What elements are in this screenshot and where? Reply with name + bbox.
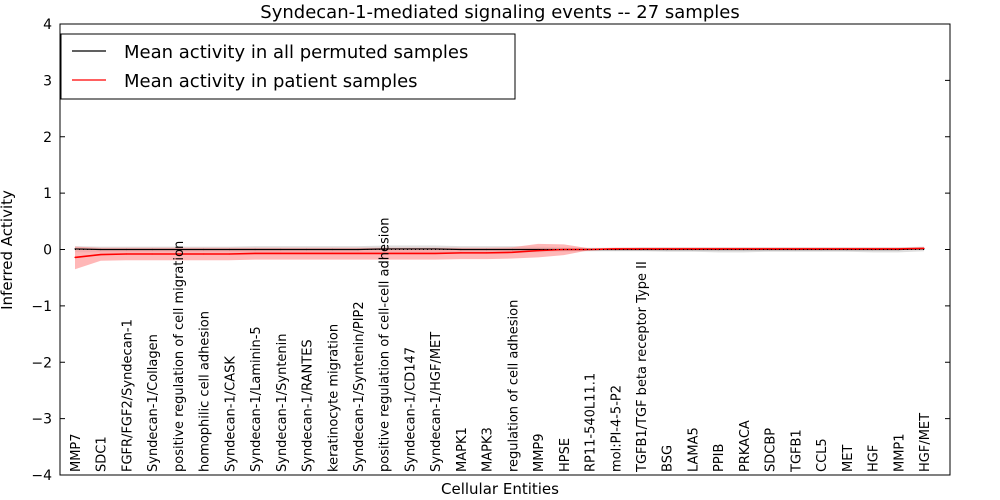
point-series-0-2 <box>125 248 128 251</box>
point-series-0-18 <box>537 248 539 251</box>
legend-box <box>60 33 516 100</box>
x-tick-label: MMP9 <box>532 433 547 472</box>
x-axis-label: Cellular Entities <box>441 480 559 498</box>
x-tick-label: Syndecan-1/HGF/MET <box>429 332 444 472</box>
plot-frame <box>59 23 951 476</box>
point-series-0-17 <box>511 248 513 251</box>
point-series-1-29 <box>820 248 822 250</box>
x-tick-label: LAMA5 <box>686 427 701 472</box>
x-tick-label: Syndecan-1/Collagen <box>146 334 161 472</box>
point-series-1-0 <box>74 256 76 258</box>
x-tick-label: homophilic cell adhesion <box>198 311 213 472</box>
point-series-1-1 <box>100 253 102 256</box>
point-series-1-9 <box>305 252 308 255</box>
point-series-1-7 <box>254 252 256 255</box>
line-series-1 <box>74 247 925 259</box>
point-series-1-31 <box>871 248 874 250</box>
x-tick-label: SDC1 <box>95 436 110 472</box>
y-axis-label: Inferred Activity <box>0 190 16 310</box>
x-tick-label: TGFB1/TGF beta receptor Type II <box>635 261 650 473</box>
legend-label-patient: Mean activity in patient samples <box>124 71 418 92</box>
x-tick-label: MET <box>841 445 856 472</box>
point-series-0-6 <box>228 248 230 251</box>
x-tick-label: Syndecan-1/Laminin-5 <box>249 326 264 472</box>
x-tick-label: MAPK3 <box>481 427 496 472</box>
point-series-0-4 <box>177 248 179 251</box>
point-series-1-24 <box>691 248 694 250</box>
y-tick-label: −2 <box>31 355 52 371</box>
x-tick-label: regulation of cell adhesion <box>506 300 521 472</box>
y-tick-label: −3 <box>31 412 52 428</box>
x-tick-label: MAPK1 <box>455 427 470 472</box>
point-series-1-32 <box>897 248 899 250</box>
point-series-0-13 <box>408 248 411 250</box>
y-tick-label: 0 <box>43 243 52 259</box>
x-tick-label: Syndecan-1/RANTES <box>301 339 316 472</box>
point-series-1-14 <box>434 252 436 255</box>
point-series-1-25 <box>717 248 719 250</box>
point-series-1-8 <box>280 252 282 255</box>
x-tick-label: Syndecan-1/CASK <box>223 356 238 472</box>
point-series-1-4 <box>177 253 179 255</box>
point-series-0-16 <box>486 248 488 251</box>
point-series-1-18 <box>537 250 539 252</box>
point-series-1-22 <box>640 248 642 250</box>
point-series-1-11 <box>357 252 359 255</box>
point-series-1-6 <box>228 253 230 255</box>
x-tick-label: Syndecan-1/Syntenin/PIP2 <box>352 301 367 472</box>
point-series-1-16 <box>486 252 488 254</box>
x-tick-label: MMP1 <box>892 433 907 472</box>
y-tick-label: 1 <box>43 186 52 202</box>
point-series-0-1 <box>100 248 102 251</box>
legend-label-permuted: Mean activity in all permuted samples <box>124 42 468 63</box>
y-tick-label: 2 <box>43 130 52 146</box>
legend: Mean activity in all permuted samples Me… <box>60 33 516 100</box>
point-series-1-27 <box>769 248 771 250</box>
point-series-1-2 <box>125 253 128 255</box>
point-series-1-13 <box>408 252 411 255</box>
point-series-0-11 <box>357 248 359 251</box>
point-series-0-9 <box>305 248 308 251</box>
x-tick-label: HPSE <box>558 438 573 472</box>
x-tick-label: Syndecan-1/Syntenin <box>275 334 290 473</box>
x-tick-label: RP11-540L11.1 <box>584 373 599 472</box>
x-tick-label: PPIB <box>712 444 727 472</box>
band-series-1 <box>75 243 924 270</box>
x-tick-label: Syndecan-1/CD147 <box>403 347 418 472</box>
x-tick-label: keratinocyte migration <box>326 324 341 472</box>
x-tick-label: CCL5 <box>815 438 830 472</box>
point-series-1-10 <box>331 252 333 255</box>
y-tick-label: −4 <box>31 468 52 484</box>
x-tick-label: mol:PI-4-5-P2 <box>609 385 624 472</box>
x-tick-label: positive regulation of cell migration <box>172 241 187 472</box>
y-tick-label: −1 <box>31 299 52 315</box>
point-series-1-3 <box>151 253 153 255</box>
x-tick-label: TGFB1 <box>789 429 804 473</box>
x-tick-label: SDCBP <box>764 428 779 472</box>
y-tick-label: 4 <box>43 17 52 33</box>
point-series-1-15 <box>460 252 462 254</box>
x-tick-label: BSG <box>661 445 676 472</box>
point-series-1-17 <box>511 251 513 253</box>
point-series-1-12 <box>383 252 385 255</box>
x-tick-label: HGF <box>867 445 882 472</box>
y-tick-label: 3 <box>43 73 52 89</box>
x-tick-label: positive regulation of cell-cell adhesio… <box>378 217 393 472</box>
x-tick-label: MMP7 <box>69 433 84 472</box>
point-series-0-8 <box>280 248 282 251</box>
x-tick-label: HGF/MET <box>918 413 933 472</box>
point-series-1-33 <box>923 247 925 249</box>
x-tick-label: FGFR/FGF2/Syndecan-1 <box>120 319 135 472</box>
point-series-1-5 <box>203 253 205 255</box>
point-series-0-15 <box>460 248 462 251</box>
chart-title: Syndecan-1-mediated signaling events -- … <box>260 2 739 23</box>
x-tick-label: PRKACA <box>738 420 753 472</box>
point-series-1-20 <box>588 248 591 251</box>
